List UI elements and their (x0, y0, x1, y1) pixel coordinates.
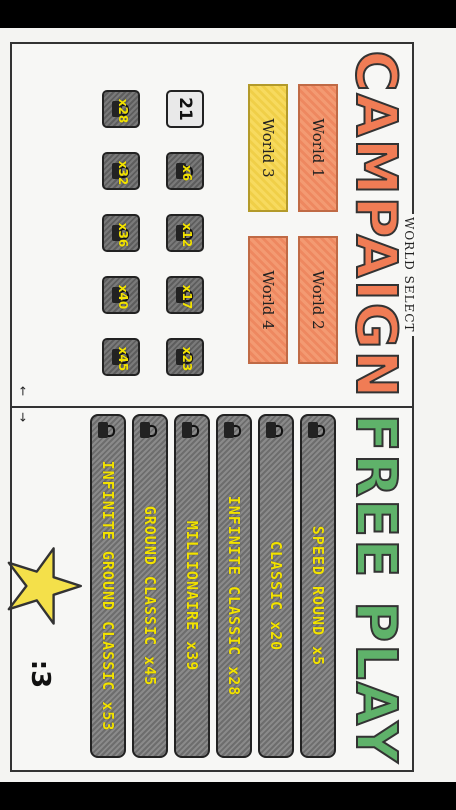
star-icon (7, 547, 82, 625)
lock-icon (177, 349, 193, 365)
world-1-label: World 1 (309, 118, 327, 178)
lock-icon (113, 349, 129, 365)
lock-icon (141, 422, 157, 438)
world-3-button[interactable]: World 3 (248, 84, 288, 212)
world-3-label: World 3 (259, 118, 277, 178)
world-4-button[interactable]: World 4 (248, 236, 288, 364)
lock-icon (183, 422, 199, 438)
level-number: 21 (175, 97, 195, 121)
world-2-button[interactable]: World 2 (298, 236, 338, 364)
level-button-locked[interactable]: x32 (102, 152, 140, 190)
lock-icon (225, 422, 241, 438)
level-button-locked[interactable]: x40 (102, 276, 140, 314)
arrow-left-icon[interactable]: ← (16, 386, 30, 397)
arrow-right-icon[interactable]: → (16, 412, 30, 423)
level-button-locked[interactable]: x45 (102, 338, 140, 376)
campaign-title: CAMPAIGN (342, 49, 409, 400)
lock-icon (177, 287, 193, 303)
level-button-locked[interactable]: x36 (102, 214, 140, 252)
game-screen: WORLD SELECT CAMPAIGN World 1 World 2 Wo… (0, 28, 456, 782)
world-2-label: World 2 (309, 270, 327, 330)
star-count-text: :3 (25, 659, 55, 689)
level-button[interactable]: 21 (166, 90, 204, 128)
lock-icon (99, 422, 115, 438)
world-4-label: World 4 (259, 270, 277, 330)
world-1-button[interactable]: World 1 (298, 84, 338, 212)
lock-icon (177, 163, 193, 179)
lock-icon (177, 225, 193, 241)
lock-icon (113, 287, 129, 303)
level-button-locked[interactable]: x12 (166, 214, 204, 252)
campaign-panel: WORLD SELECT CAMPAIGN World 1 World 2 Wo… (10, 42, 416, 408)
level-button-locked[interactable]: x6 (166, 152, 204, 190)
lock-icon (113, 101, 129, 117)
lock-icon (267, 422, 283, 438)
level-button-locked[interactable]: x28 (102, 90, 140, 128)
lock-icon (113, 163, 129, 179)
lock-icon (309, 422, 325, 438)
level-button-locked[interactable]: x17 (166, 276, 204, 314)
level-button-locked[interactable]: x23 (166, 338, 204, 376)
lock-icon (113, 225, 129, 241)
star-counter: :3 (0, 534, 456, 694)
